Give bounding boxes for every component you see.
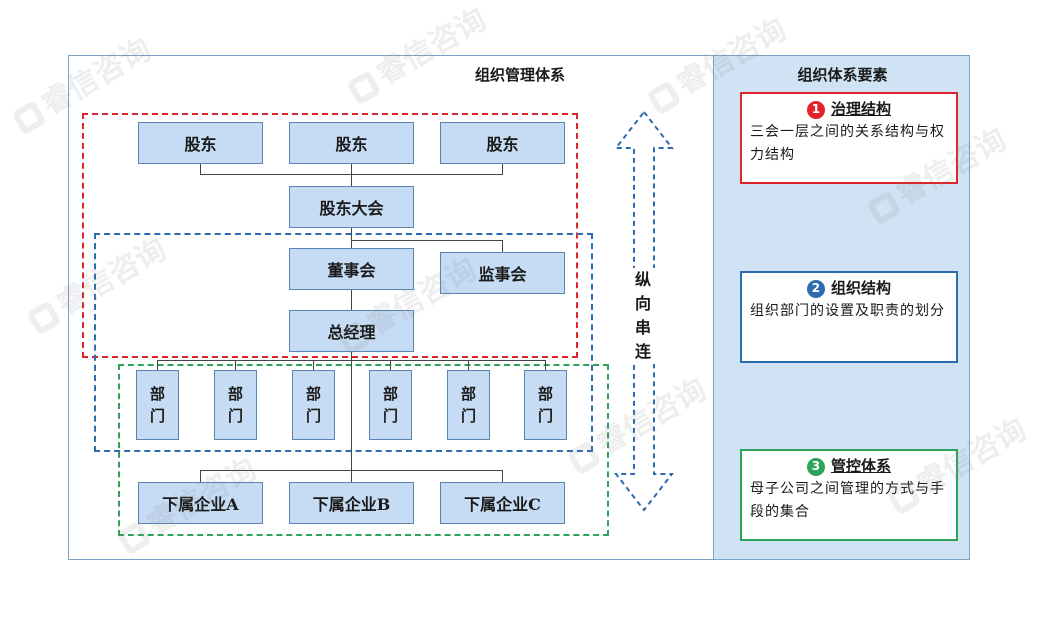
vertical-link-label: 纵 向 串 连: [628, 268, 658, 364]
connector: [200, 470, 503, 471]
connector: [351, 228, 352, 248]
card-description: 组织部门的设置及职责的划分: [750, 303, 945, 319]
connector: [351, 290, 352, 310]
governance-region: [82, 113, 578, 358]
card-description: 母子公司之间管理的方式与手段的集合: [750, 481, 945, 520]
number-badge-icon: 3: [806, 457, 825, 476]
department-label: 部 门: [305, 385, 321, 425]
control-card: 3 管控体系 母子公司之间管理的方式与手段的集合: [740, 449, 958, 541]
card-header: 1 治理结构: [750, 98, 948, 121]
connector: [157, 360, 546, 361]
card-header: 3 管控体系: [750, 455, 948, 478]
card-title: 治理结构: [830, 100, 891, 118]
watermark-logo-icon: [25, 299, 62, 336]
department-label: 部 门: [149, 385, 165, 425]
department-label: 部 门: [382, 385, 398, 425]
card-description: 三会一层之间的关系结构与权力结构: [750, 124, 945, 163]
supervisory-board-box: 监事会: [440, 252, 565, 294]
department-label: 部 门: [537, 385, 553, 425]
control-region: [118, 364, 609, 536]
department-box: 部 门: [369, 370, 412, 440]
number-badge-icon: 2: [806, 279, 825, 298]
shareholder-box: 股东: [289, 122, 414, 164]
connector: [235, 360, 236, 370]
department-box: 部 门: [292, 370, 335, 440]
card-title: 组织结构: [830, 279, 891, 297]
department-box: 部 门: [136, 370, 179, 440]
main-title: 组织管理体系: [474, 66, 565, 84]
card-header: 2 组织结构: [750, 277, 948, 300]
connector: [502, 240, 503, 252]
connector: [502, 164, 503, 174]
board-box: 董事会: [289, 248, 414, 290]
governance-card: 1 治理结构 三会一层之间的关系结构与权力结构: [740, 92, 958, 184]
connector: [313, 360, 314, 370]
department-label: 部 门: [460, 385, 476, 425]
connector: [545, 360, 546, 370]
connector: [502, 470, 503, 482]
shareholder-box: 股东: [138, 122, 263, 164]
subsidiary-box: 下属企业A: [138, 482, 263, 524]
connector: [351, 174, 352, 186]
subsidiary-box: 下属企业B: [289, 482, 414, 524]
connector: [200, 470, 201, 482]
connector: [468, 360, 469, 370]
shareholder-box: 股东: [440, 122, 565, 164]
connector: [351, 240, 503, 241]
organization-region: [94, 233, 593, 452]
department-box: 部 门: [447, 370, 490, 440]
organization-card: 2 组织结构 组织部门的设置及职责的划分: [740, 271, 958, 363]
connector: [157, 360, 158, 370]
elements-title: 组织体系要素: [797, 66, 888, 84]
department-label: 部 门: [227, 385, 243, 425]
watermark-logo-icon: [10, 99, 47, 136]
general-manager-box: 总经理: [289, 310, 414, 352]
card-title: 管控体系: [830, 457, 891, 475]
connector: [351, 164, 352, 174]
connector: [390, 360, 391, 370]
subsidiary-box: 下属企业C: [440, 482, 565, 524]
connector: [351, 352, 352, 482]
shareholder-meeting-box: 股东大会: [289, 186, 414, 228]
department-box: 部 门: [524, 370, 567, 440]
connector: [200, 164, 201, 174]
number-badge-icon: 1: [806, 100, 825, 119]
department-box: 部 门: [214, 370, 257, 440]
